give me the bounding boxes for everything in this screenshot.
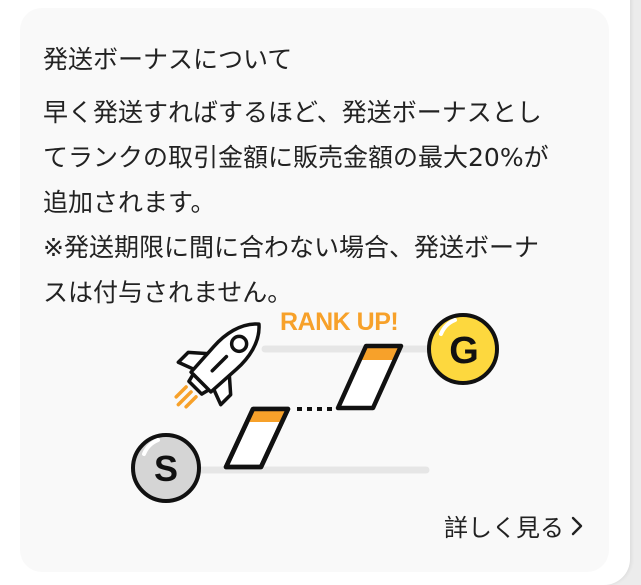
chevron-right-icon bbox=[571, 516, 583, 535]
description-line: 追加されます。 bbox=[43, 188, 216, 217]
svg-text:G: G bbox=[449, 330, 479, 372]
silver-rank-badge: S bbox=[131, 433, 201, 503]
svg-text:S: S bbox=[154, 448, 178, 489]
see-more-link[interactable]: 詳しく見る bbox=[444, 508, 584, 543]
description-line: 早く発送すればするほど、発送ボーナスとし bbox=[43, 98, 542, 127]
see-more-label: 詳しく見る bbox=[444, 514, 564, 542]
card-title: 発送ボーナスについて bbox=[43, 45, 293, 74]
upper-step-icon bbox=[335, 343, 404, 411]
rank-up-illustration: S G bbox=[131, 313, 499, 503]
card-description: 早く発送すればするほど、発送ボーナスとし てランクの取引金額に販売金額の最大20… bbox=[43, 90, 593, 315]
note-line: スは付与されません。 bbox=[43, 278, 293, 307]
lower-step-icon bbox=[223, 406, 291, 470]
progress-dots bbox=[297, 407, 332, 411]
rank-up-label: RANK UP! bbox=[280, 308, 399, 336]
description-line: てランクの取引金額に販売金額の最大20%が bbox=[43, 143, 549, 172]
gold-rank-badge: G bbox=[427, 313, 499, 385]
shipping-bonus-card: 発送ボーナスについて 早く発送すればするほど、発送ボーナスとし てランクの取引金… bbox=[20, 8, 609, 572]
note-line: ※発送期限に間に合わない場合、発送ボーナ bbox=[43, 233, 539, 262]
rocket-icon bbox=[174, 322, 261, 409]
